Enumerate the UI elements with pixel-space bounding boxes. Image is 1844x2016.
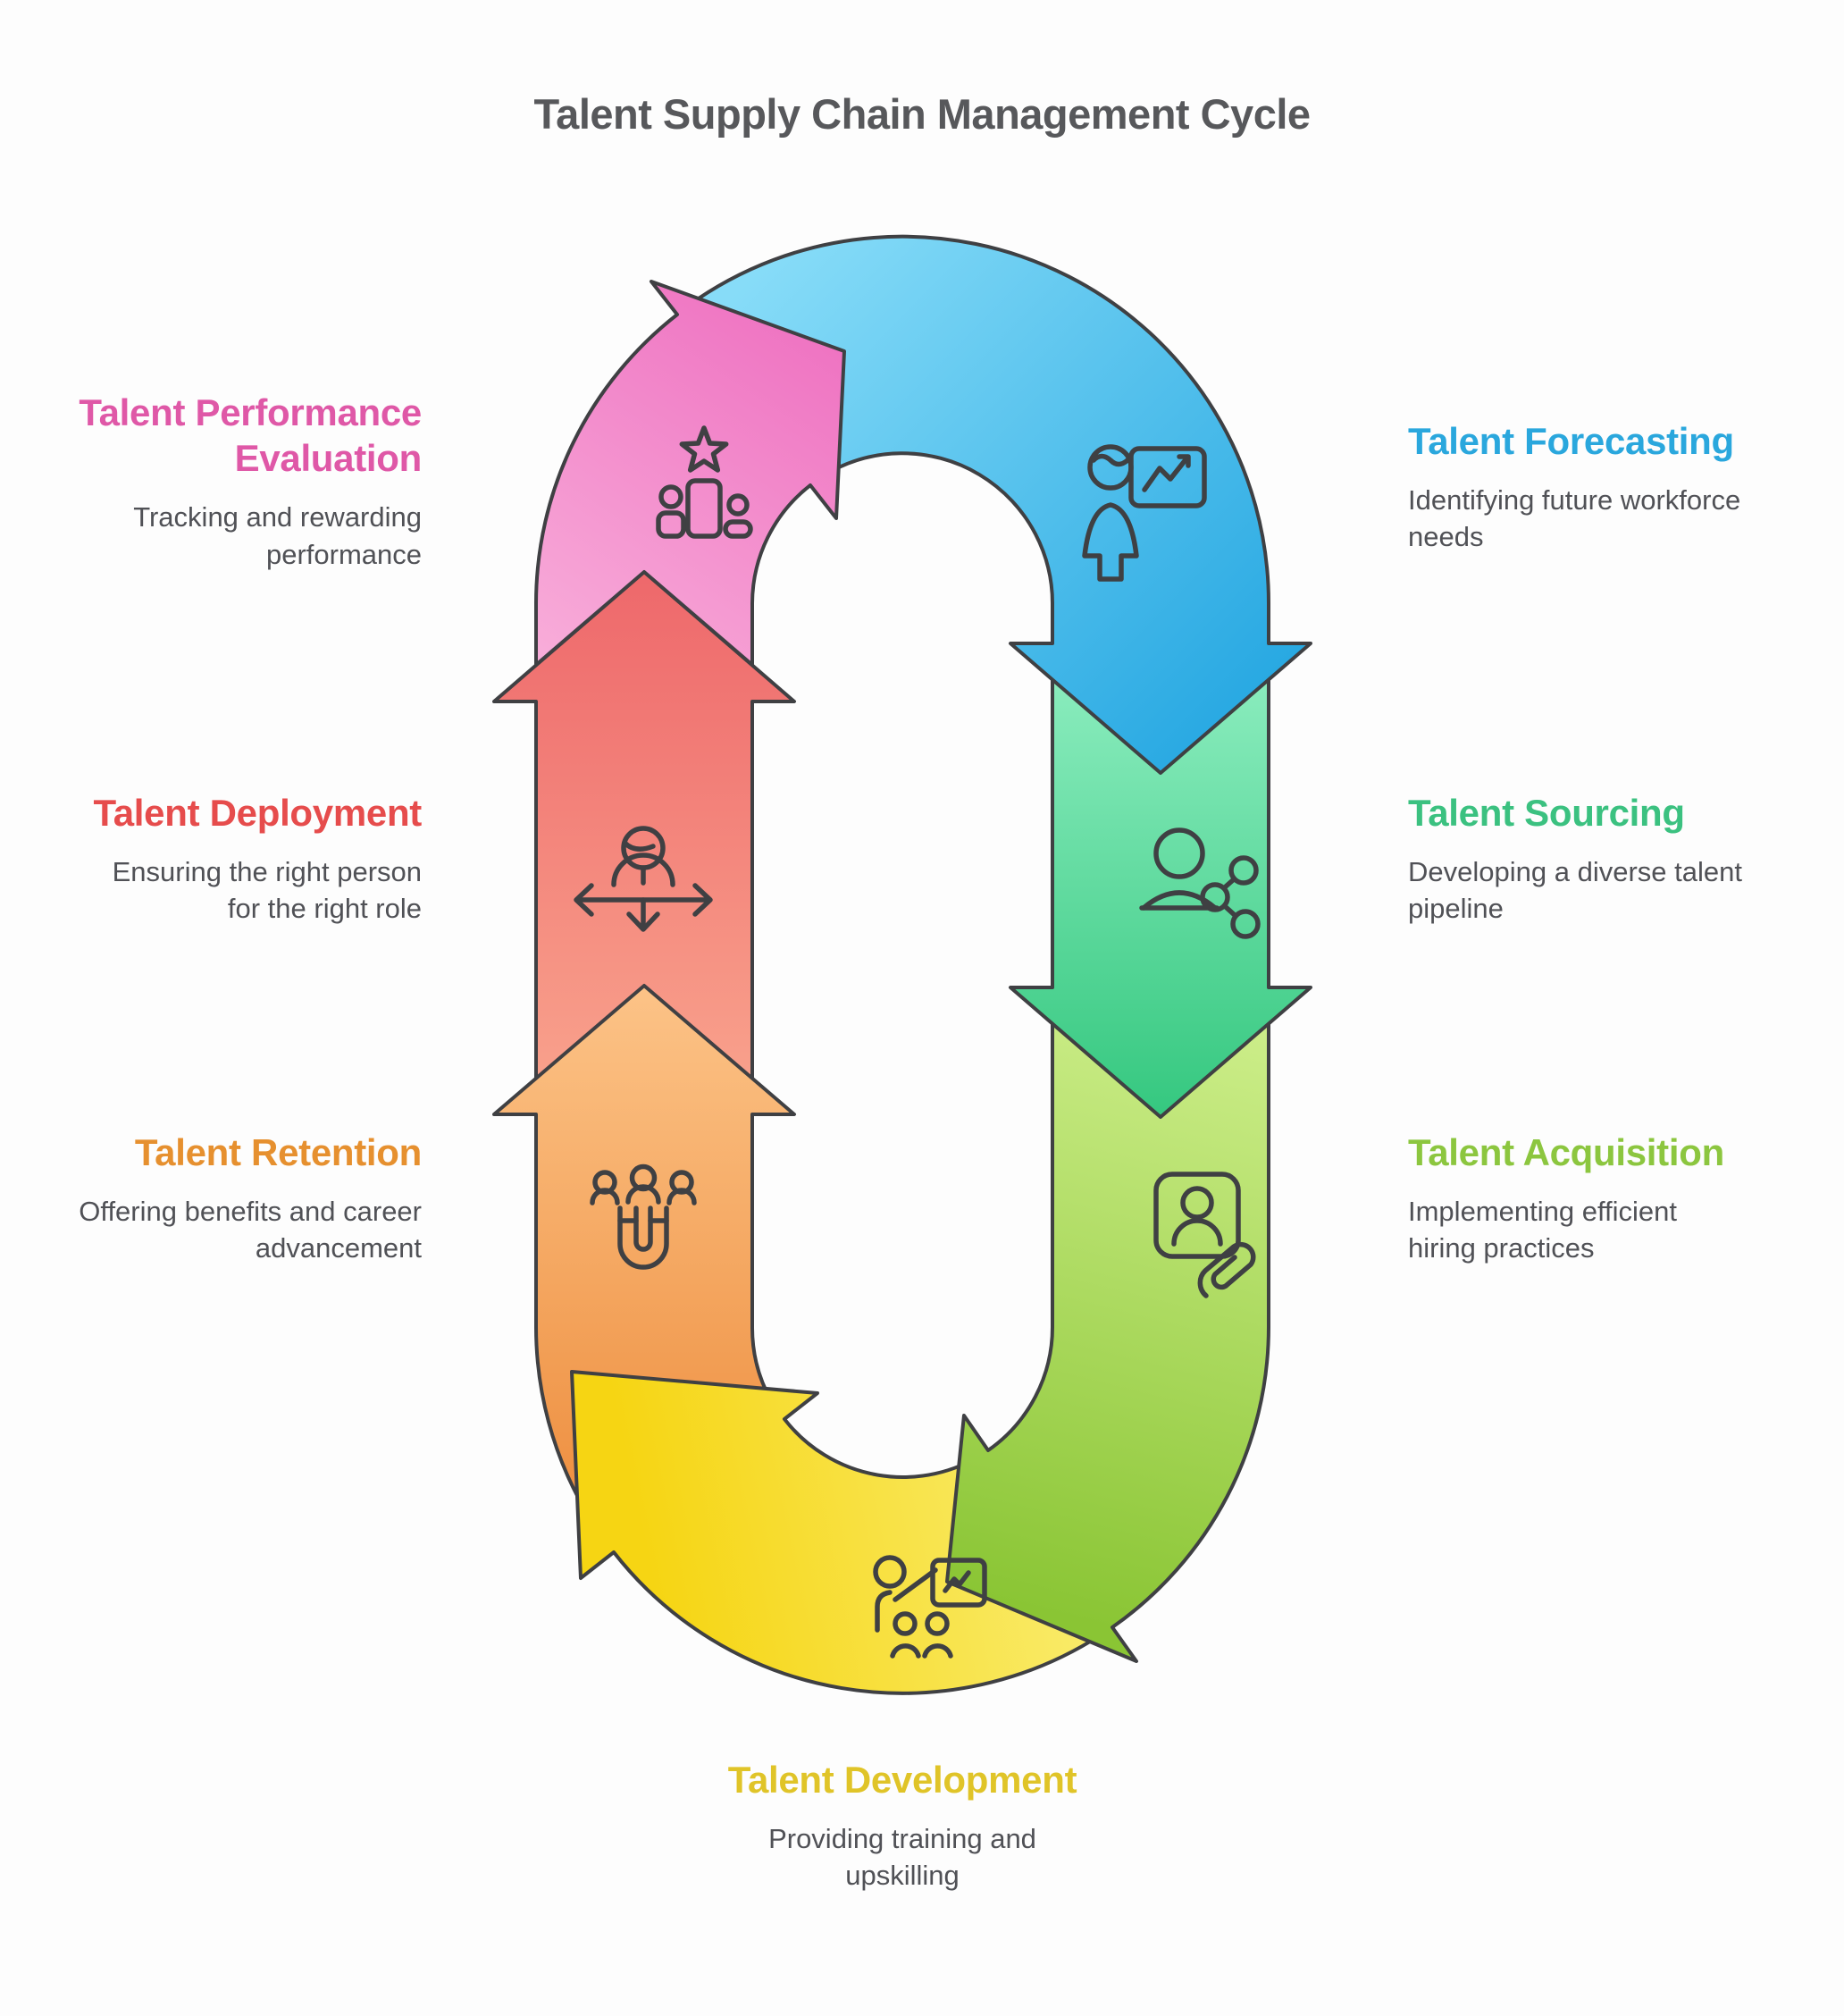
- trainer-board-icon: [873, 1555, 987, 1659]
- id-card-paperclip-icon: [1153, 1172, 1256, 1298]
- stage-title: Talent Development: [727, 1759, 1077, 1801]
- stage-description: Offering benefits and career advancement: [79, 1196, 422, 1264]
- stage-label-retention: Talent Retention Offering benefits and c…: [0, 1130, 422, 1267]
- stage-description: Tracking and rewarding performance: [133, 501, 422, 570]
- stage-description: Providing training and upskilling: [768, 1823, 1036, 1892]
- stage-description: Ensuring the right person for the right …: [112, 856, 422, 925]
- stage-title: Talent Deployment: [93, 792, 422, 834]
- stage-label-performance: Talent Performance Evaluation Tracking a…: [0, 390, 422, 573]
- stage-title: Talent Performance Evaluation: [79, 391, 422, 480]
- stage-label-sourcing: Talent Sourcing Developing a diverse tal…: [1408, 790, 1837, 928]
- person-network-icon: [1139, 827, 1261, 939]
- arrow-acquisition: [945, 1004, 1270, 1663]
- stage-title: Talent Forecasting: [1408, 420, 1734, 462]
- arrow-performance: [534, 280, 846, 667]
- stage-title: Talent Acquisition: [1408, 1131, 1724, 1173]
- arrow-development: [570, 1370, 1103, 1695]
- person-directions-icon: [574, 826, 713, 932]
- stage-description: Developing a diverse talent pipeline: [1408, 856, 1742, 925]
- arrow-sourcing: [1009, 659, 1312, 1119]
- podium-star-icon: [656, 425, 753, 539]
- stage-label-deployment: Talent Deployment Ensuring the right per…: [0, 790, 422, 928]
- stage-description: Identifying future workforce needs: [1408, 484, 1741, 553]
- page-title: Talent Supply Chain Management Cycle: [533, 90, 1311, 138]
- presenter-chart-icon: [1082, 444, 1207, 582]
- stage-title: Talent Retention: [134, 1131, 422, 1173]
- stage-description: Implementing efficient hiring practices: [1408, 1196, 1677, 1264]
- stage-label-forecasting: Talent Forecasting Identifying future wo…: [1408, 418, 1837, 556]
- stage-title: Talent Sourcing: [1408, 792, 1685, 834]
- magnet-people-icon: [590, 1163, 697, 1270]
- stage-label-development: Talent Development Providing training an…: [670, 1757, 1135, 1894]
- stage-label-acquisition: Talent Acquisition Implementing efficien…: [1408, 1130, 1837, 1267]
